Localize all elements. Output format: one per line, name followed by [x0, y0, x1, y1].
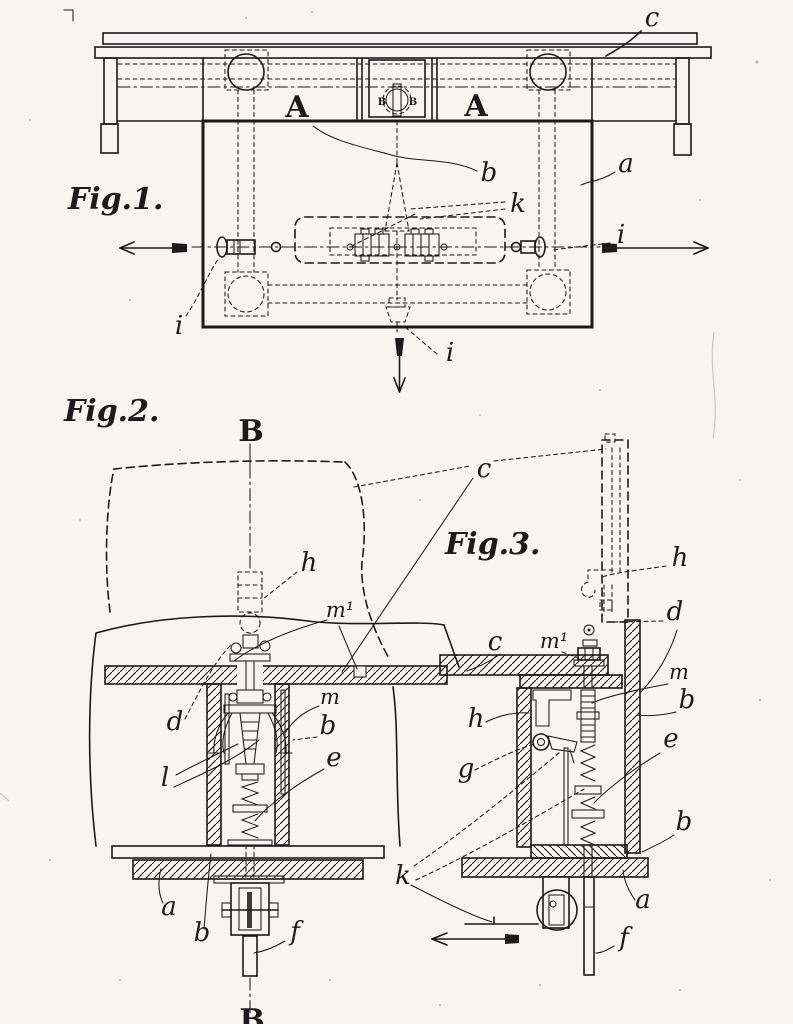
fig2-left-post: [207, 684, 221, 845]
fig1-caption: Fig.1.: [67, 182, 163, 217]
fig1-hub-letter-left: B: [378, 97, 386, 108]
fig2-leader-b: [293, 737, 317, 740]
fig2-label-m: m: [320, 685, 340, 709]
fig2-leader-m: [285, 706, 319, 733]
fig3-tabletop-bar: [440, 655, 608, 675]
fig1-center-hub-box: B B: [357, 58, 437, 121]
fig2-coupling: [214, 876, 284, 1014]
fig2-label-b: b: [320, 711, 337, 741]
fig2-tabletop-bar: [105, 666, 447, 684]
fig3-label-a: a: [635, 885, 651, 915]
fig3-leader-k3: [411, 885, 492, 922]
fig3-label-g: g: [458, 754, 475, 784]
fig1-left-shaft-coupling: [217, 237, 296, 257]
fig2-caption: Fig.2.: [63, 394, 159, 429]
fig2-tabletop-slot: [237, 665, 263, 685]
fig1-leader-k1: [410, 202, 505, 209]
fig1-label-A-left: A: [284, 90, 309, 125]
fig1-wheel-front-right: [527, 50, 570, 90]
fig3-leader-b-lower: [642, 835, 674, 852]
fig2-leader-f: [254, 941, 285, 953]
fig3-label-m: m: [669, 660, 689, 684]
fig3-step-strip: [520, 675, 622, 688]
fig2-board-dashed-outline: [107, 461, 345, 612]
fig2-leader-h: [263, 572, 297, 599]
fig2-label-m1: m¹: [326, 598, 354, 622]
fig3-label-c: c: [488, 627, 503, 657]
fig2-leader-m1a: [234, 620, 327, 661]
fig3-leader-b-upper: [637, 712, 676, 716]
fig3-roller: [465, 877, 577, 930]
fig1-wheel-rear-right: [527, 270, 570, 314]
fig2-board-dashed-right: [345, 462, 390, 660]
fig3-label-h-top: h: [672, 543, 689, 573]
fig1-gearbox-outline: [295, 217, 505, 263]
fig1-label-i-left: i: [175, 311, 183, 341]
fig3-label-d: d: [667, 597, 684, 627]
fig1-label-i-bottom: i: [446, 338, 454, 368]
fig3-hook: [581, 570, 613, 612]
fig3-rod-f: [584, 877, 594, 975]
fig1-hub-gear-rim: [383, 86, 411, 114]
fig3-label-k: k: [395, 861, 411, 891]
fig2-right-post: [275, 684, 289, 845]
fig3-caption: Fig.3.: [444, 527, 540, 562]
fig2-label-h: h: [301, 548, 318, 578]
fig3-arrow-left: [432, 933, 519, 945]
fig1-hub-letter-right: B: [409, 97, 417, 108]
fig3-label-e: e: [663, 724, 678, 754]
fig1-hub-gear: [386, 89, 408, 111]
fig2-base-board: [112, 846, 384, 858]
fig1-gearbox-inner: [330, 228, 476, 255]
fig3-label-b-upper: b: [679, 685, 696, 715]
fig2-label-b2: b: [194, 918, 211, 948]
corner-mark: [64, 10, 73, 21]
fig3-leader-d1: [614, 621, 663, 622]
fig3-pawl: [533, 690, 577, 845]
fig3-label-h-left: h: [468, 704, 485, 734]
fig1-wheel-front-left: [225, 50, 268, 90]
fig1-label-c: c: [645, 3, 660, 33]
fig1-label-b: b: [481, 158, 498, 188]
fig2-label-l: l: [161, 763, 169, 793]
fig1-table-plan-view: B B: [67, 3, 711, 392]
fig1-label-a: a: [618, 149, 634, 179]
fig1-label-A-right: A: [463, 89, 488, 124]
fig3-dashed-board: [602, 440, 628, 622]
fig2-break-outline-right-lower: [393, 687, 400, 846]
fig2-c-connector-left: [354, 466, 470, 487]
fig3-label-f: f: [617, 923, 633, 953]
fig1-right-leg: [674, 58, 691, 155]
fig1-left-leg: [101, 58, 118, 153]
fig1-label-i-right: i: [617, 220, 625, 250]
fig2-c-connector-right: [494, 449, 606, 461]
fig2-label-c: c: [477, 454, 492, 484]
fig3-base-bar: [462, 858, 648, 877]
fig2-label-B-top: B: [238, 414, 263, 449]
fig1-label-k: k: [510, 189, 526, 219]
fig3-inner-base-bar: [531, 845, 627, 858]
fig1-hidden-cone: [385, 121, 409, 300]
fig1-wheel-rear-left: [225, 272, 268, 316]
fig3-label-m1: m¹: [540, 629, 568, 653]
fig2-label-B-bottom: B: [239, 1003, 264, 1024]
fig1-arrow-down: [394, 338, 405, 392]
fig3-label-b-lower: b: [676, 807, 693, 837]
fig1-leader-i-bottom: [405, 327, 437, 354]
fig2-label-f: f: [288, 917, 304, 947]
fig2-label-a: a: [161, 892, 177, 922]
fig1-leader-a: [581, 172, 615, 185]
fig1-leader-b: [313, 126, 477, 171]
fig1-top-rail: [103, 33, 697, 44]
fig3-leader-f: [596, 946, 614, 953]
fig2-label-e: e: [326, 743, 341, 773]
fig3-tall-post: [625, 620, 640, 853]
fig3-end-view: Fig.3.: [395, 434, 695, 975]
fig1-arrow-left: [120, 242, 187, 254]
fig2-label-d: d: [167, 707, 184, 737]
fig2-m1-notch: [354, 666, 366, 677]
